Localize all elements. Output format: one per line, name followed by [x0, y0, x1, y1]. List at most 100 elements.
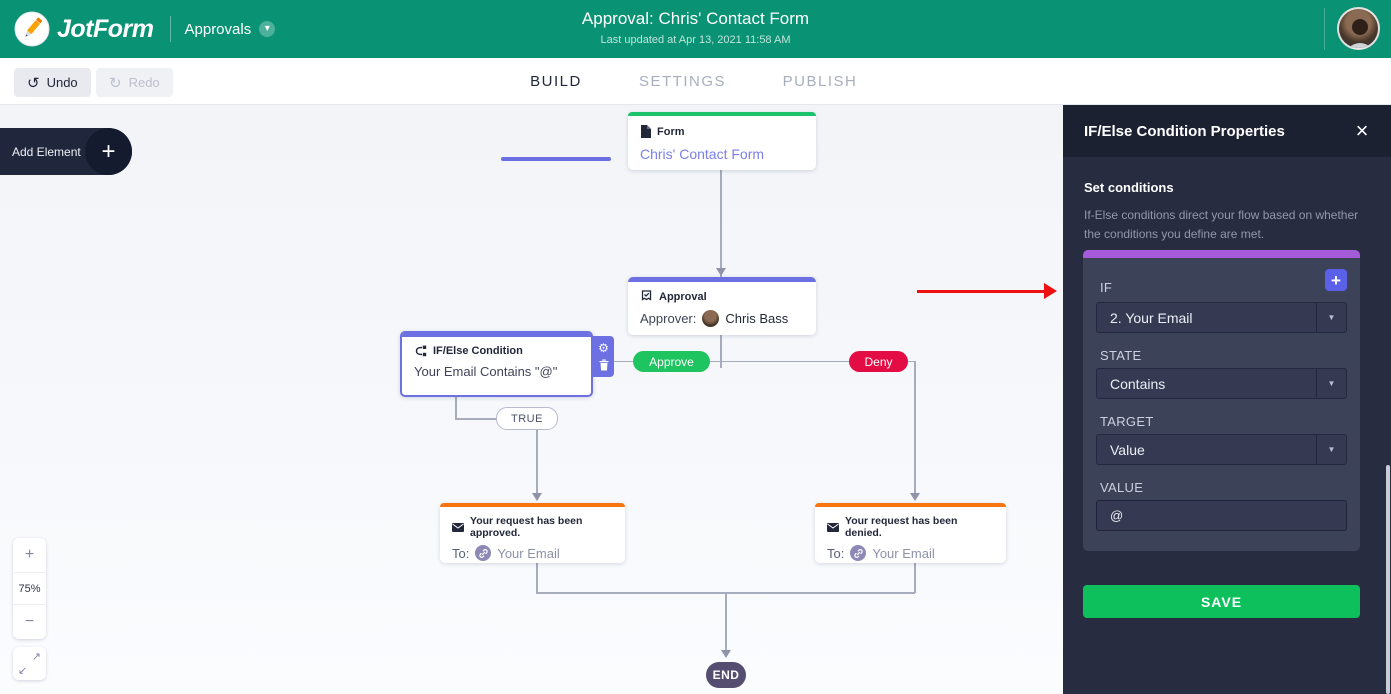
connector-line [455, 397, 457, 418]
annotation-arrow [917, 283, 1057, 299]
set-conditions-description: If-Else conditions direct your flow base… [1084, 208, 1359, 241]
if-field-label: IF [1100, 280, 1113, 295]
chevron-down-icon: ▼ [1316, 435, 1346, 464]
true-branch-label: TRUE [496, 407, 558, 430]
last-updated-text: Last updated at Apr 13, 2021 11:58 AM [600, 34, 791, 46]
properties-panel: IF/Else Condition Properties × Set condi… [1063, 105, 1391, 694]
product-name: Approvals [184, 20, 252, 38]
email-approved-recipient: Your Email [497, 545, 560, 561]
value-field-label: VALUE [1100, 480, 1144, 495]
redo-button[interactable]: ↻ Redo [96, 68, 173, 97]
expand-arrow-sw-icon: ↙ [18, 665, 28, 677]
form-node[interactable]: Form Chris' Contact Form [628, 112, 816, 170]
app-header: JotForm Approvals ▾ Approval: Chris' Con… [0, 0, 1391, 58]
build-toolbar: ↺ Undo ↻ Redo BUILD SETTINGS PUBLISH [0, 58, 1391, 161]
email-denied-recipient: Your Email [872, 545, 935, 561]
chevron-down-icon: ▼ [1316, 369, 1346, 398]
avatar[interactable] [1337, 7, 1380, 50]
connector-line [914, 563, 916, 593]
panel-scrollbar[interactable] [1386, 465, 1390, 694]
form-node-title[interactable]: Chris' Contact Form [640, 146, 765, 162]
gear-icon[interactable]: ⚙ [598, 340, 609, 355]
page-title: Approval: Chris' Contact Form [581, 9, 810, 28]
trash-icon[interactable] [599, 359, 609, 371]
state-field-dropdown[interactable]: Contains ▼ [1096, 368, 1347, 399]
flow-canvas[interactable]: Form Chris' Contact Form Approval [0, 105, 1063, 694]
header-divider [169, 16, 171, 42]
form-node-type-label: Form [657, 125, 685, 138]
email-denied-title: Your request has been denied. [845, 515, 958, 539]
redo-icon: ↻ [109, 74, 122, 92]
link-icon [475, 545, 492, 561]
email-approved-accent [440, 503, 625, 507]
properties-panel-header: IF/Else Condition Properties × [1063, 105, 1391, 157]
condition-card-accent [1083, 250, 1360, 258]
connector-line [536, 430, 538, 495]
connector-arrow [721, 650, 731, 658]
connector-line [914, 361, 916, 494]
jotform-logo[interactable]: JotForm [14, 11, 154, 47]
ifelse-node[interactable]: IF/Else Condition Your Email Contains "@… [400, 331, 593, 397]
zoom-controls: + 75% − [13, 538, 46, 639]
connector-line [536, 563, 538, 593]
form-node-accent [628, 112, 816, 116]
email-denied-accent [815, 503, 1006, 507]
approver-name: Chris Bass [725, 311, 789, 326]
connector-arrow [716, 268, 726, 276]
approval-node-type-label: Approval [659, 290, 707, 303]
expand-arrow-ne-icon: ↗ [31, 651, 41, 663]
approval-stamp-icon [640, 290, 653, 303]
ifelse-node-accent [402, 333, 591, 337]
ifelse-node-summary: Your Email Contains "@" [414, 364, 558, 379]
end-node: END [706, 662, 746, 688]
connector-line [720, 335, 722, 361]
active-tab-indicator [501, 157, 611, 161]
connector-line [613, 360, 915, 362]
approval-node-accent [628, 277, 816, 282]
email-approved-title: Your request has been approved. [470, 515, 583, 539]
to-label: To: [827, 545, 845, 561]
if-field-dropdown[interactable]: 2. Your Email ▼ [1096, 302, 1347, 333]
connector-line [455, 418, 496, 420]
zoom-in-button[interactable]: + [13, 538, 46, 572]
save-button[interactable]: SAVE [1083, 585, 1360, 618]
deny-branch-label: Deny [849, 351, 908, 372]
email-approved-node[interactable]: Your request has been approved. To: Your… [440, 503, 625, 563]
connector-arrow [532, 493, 542, 501]
fit-to-screen-button[interactable]: ↗ ↙ [13, 647, 46, 680]
zoom-level[interactable]: 75% [13, 572, 46, 605]
tab-publish[interactable]: PUBLISH [765, 58, 875, 104]
chevron-down-icon: ▼ [1316, 303, 1346, 332]
close-icon[interactable]: × [1349, 118, 1375, 144]
envelope-icon [452, 522, 464, 532]
approve-branch-label: Approve [633, 351, 710, 372]
tab-build[interactable]: BUILD [501, 58, 611, 104]
ifelse-node-type-label: IF/Else Condition [433, 345, 523, 357]
state-field-label: STATE [1100, 348, 1142, 363]
add-element-button[interactable]: Add Element + [0, 128, 132, 175]
jotform-logo-icon [14, 11, 50, 47]
approval-node[interactable]: Approval Approver: Chris Bass [628, 277, 816, 335]
undo-button[interactable]: ↺ Undo [14, 68, 91, 97]
header-avatar-divider [1324, 8, 1325, 50]
approver-avatar [702, 310, 720, 327]
branch-icon [414, 345, 427, 357]
approver-label: Approver: [640, 311, 697, 326]
form-icon [640, 125, 651, 138]
email-denied-node[interactable]: Your request has been denied. To: Your E… [815, 503, 1006, 563]
chevron-down-icon[interactable]: ▾ [259, 21, 276, 37]
connector-arrow [910, 493, 920, 501]
to-label: To: [452, 545, 470, 561]
link-icon [850, 545, 867, 561]
zoom-out-button[interactable]: − [13, 605, 46, 639]
jotform-logo-text: JotForm [57, 14, 154, 43]
value-input[interactable] [1096, 500, 1347, 531]
connector-line [725, 592, 727, 652]
envelope-icon [827, 522, 839, 532]
plus-icon: + [85, 128, 132, 175]
add-condition-button[interactable]: + [1325, 269, 1347, 291]
tab-settings[interactable]: SETTINGS [625, 58, 740, 104]
target-field-dropdown[interactable]: Value ▼ [1096, 434, 1347, 465]
target-field-label: TARGET [1100, 414, 1154, 429]
